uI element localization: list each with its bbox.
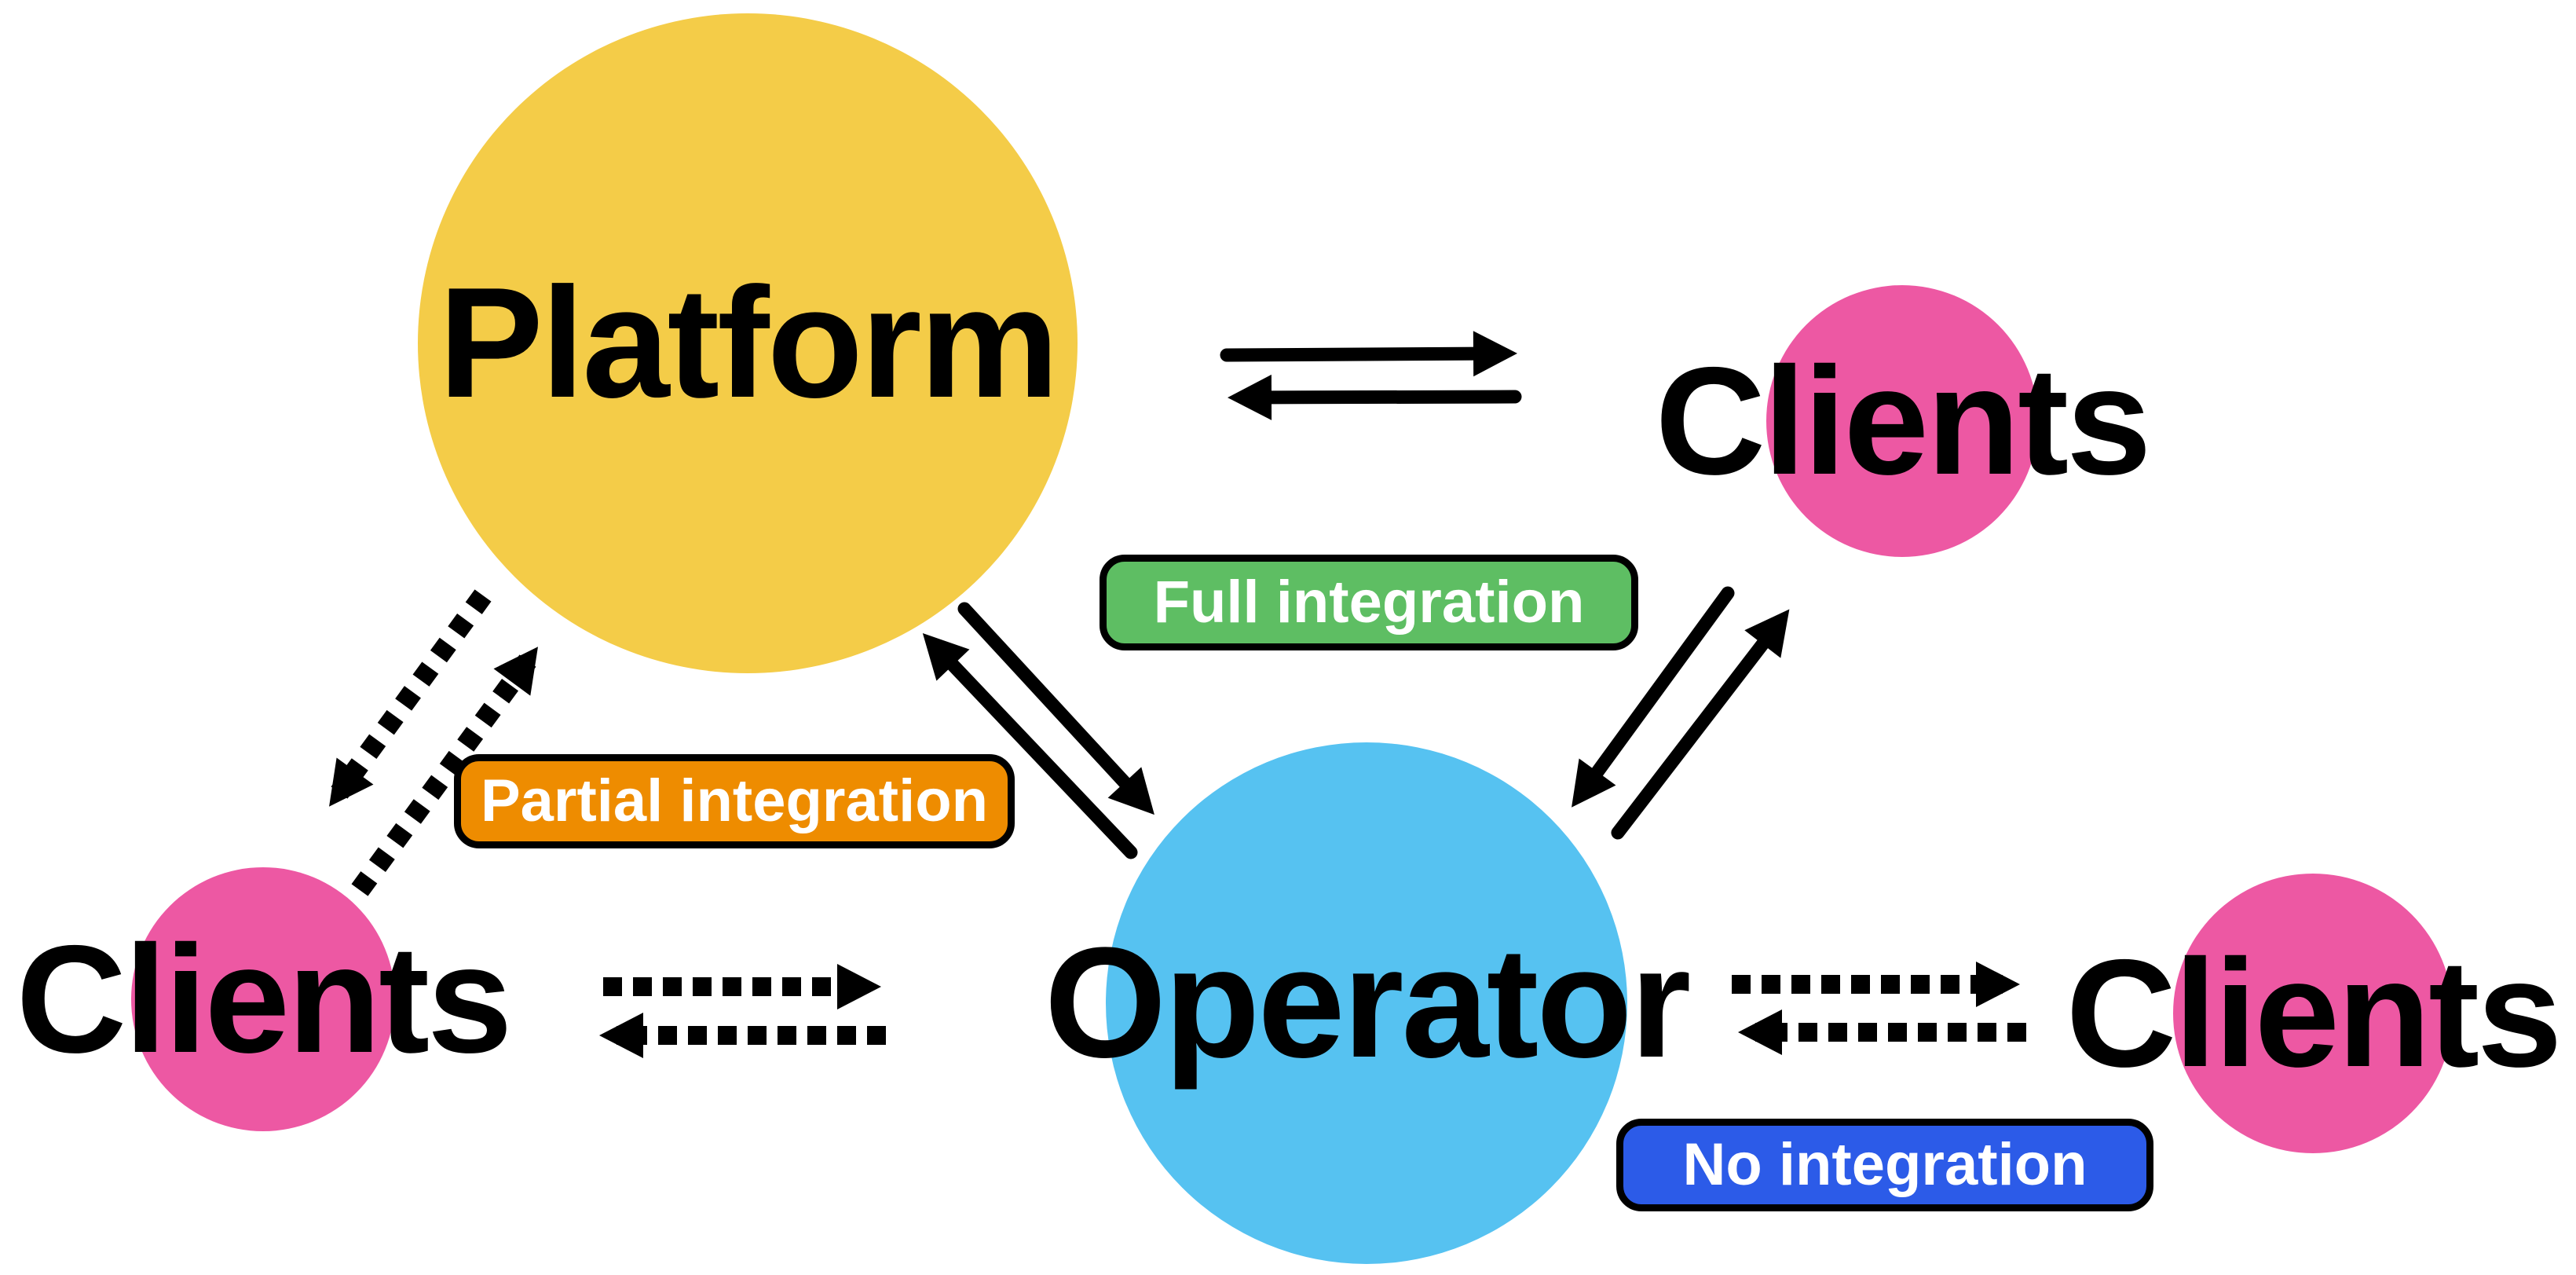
node-clients-bottom-right: Clients	[2066, 874, 2563, 1153]
node-platform-label: Platform	[438, 255, 1059, 430]
node-operator-label: Operator	[1044, 915, 1692, 1090]
arrow-operator-to-platform	[922, 633, 1138, 859]
badge-no-integration-label: No integration	[1682, 1131, 2088, 1198]
node-clients-top-right-label: Clients	[1655, 335, 2151, 507]
arrow-platform-operator-solid	[922, 602, 1154, 859]
arrow-platform-clients-left-dashed	[329, 589, 539, 896]
badge-full-integration-label: Full integration	[1153, 569, 1585, 636]
node-clients-bottom-left: Clients	[16, 867, 513, 1131]
arrow-operator-to-clients-top	[1611, 609, 1790, 840]
node-platform: Platform	[418, 13, 1078, 673]
arrow-operator-clients-right-dotted	[1732, 962, 2026, 1055]
badge-partial-integration: Partial integration	[454, 754, 1015, 848]
node-clients-top-right: Clients	[1655, 285, 2152, 557]
arrow-clients-top-to-operator	[1572, 586, 1735, 808]
arrow-platform-to-clients-left	[329, 589, 492, 807]
node-clients-bottom-right-label: Clients	[2066, 927, 2562, 1099]
arrow-platform-to-operator	[957, 602, 1154, 815]
badge-no-integration: No integration	[1616, 1119, 2153, 1211]
node-clients-bottom-left-label: Clients	[16, 913, 512, 1085]
badge-full-integration: Full integration	[1100, 555, 1638, 650]
node-operator: Operator	[1045, 742, 1691, 1264]
arrow-clients-top-to-platform	[1228, 374, 1522, 420]
arrow-platform-clients-top-solid	[1220, 331, 1522, 420]
badge-partial-integration-label: Partial integration	[480, 768, 989, 834]
arrow-operator-clients-top-solid	[1572, 586, 1790, 840]
arrow-clients-left-operator-dotted	[599, 964, 886, 1058]
arrow-platform-to-clients-top	[1220, 331, 1517, 377]
